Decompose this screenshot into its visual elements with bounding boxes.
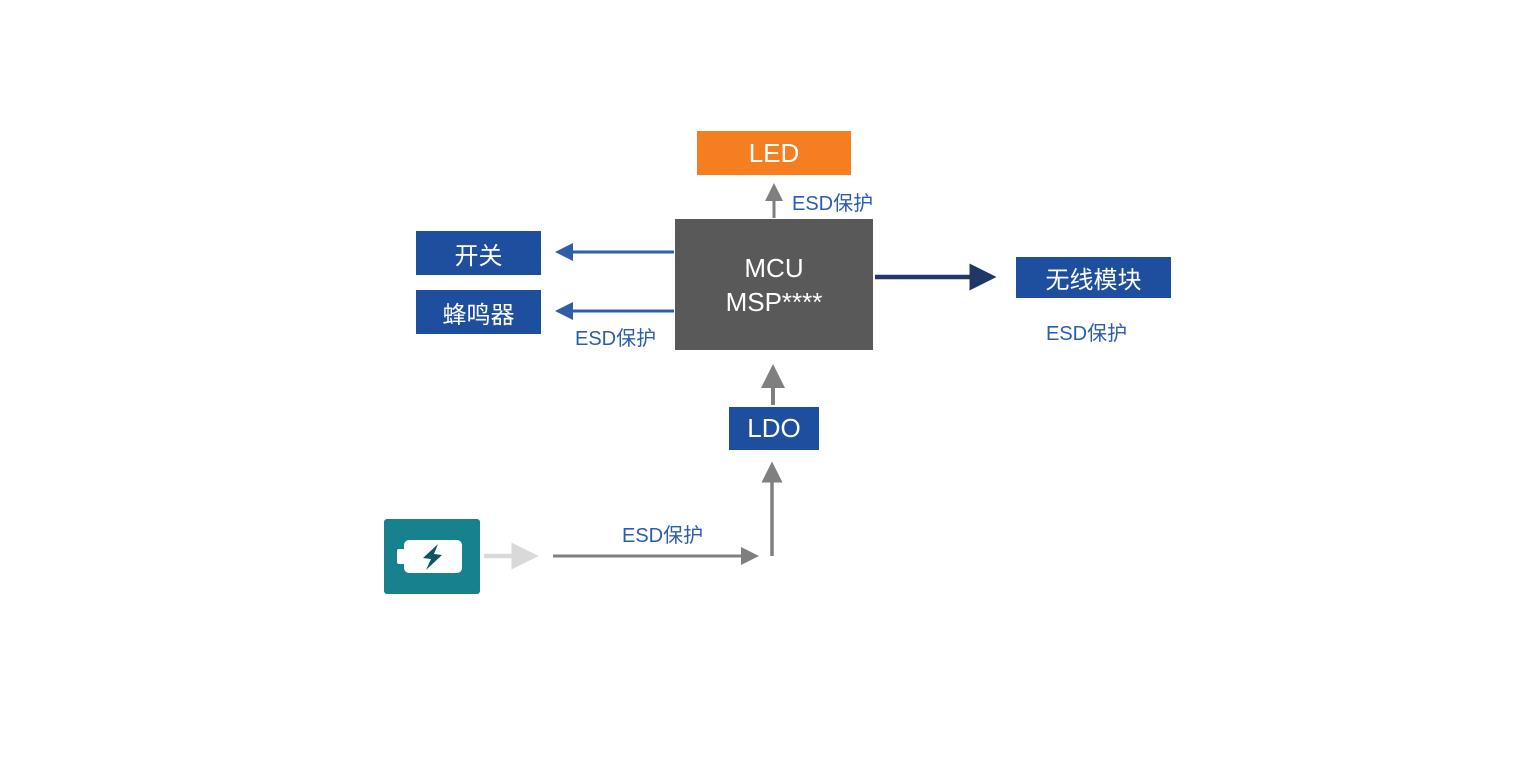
wireless-module-block: 无线模块	[1016, 257, 1171, 298]
esd-label-battery: ESD保护	[622, 525, 704, 547]
switch-block: 开关	[416, 231, 541, 275]
lightning-bolt-icon	[423, 544, 442, 570]
buzzer-block: 蜂鸣器	[416, 290, 541, 334]
battery-icon-graphic	[397, 540, 462, 573]
battery-icon	[384, 519, 480, 594]
esd-label-wireless: ESD保护	[1046, 323, 1128, 345]
ldo-block: LDO	[729, 407, 819, 450]
mcu-label-line1: MCU	[744, 252, 804, 283]
mcu-block: MCU MSP****	[675, 219, 873, 350]
esd-label-buzzer: ESD保护	[575, 328, 657, 350]
mcu-label-line2: MSP****	[725, 286, 823, 317]
led-block: LED	[697, 131, 851, 175]
battery-terminal-nub	[397, 549, 405, 564]
esd-label-led: ESD保护	[792, 193, 874, 215]
